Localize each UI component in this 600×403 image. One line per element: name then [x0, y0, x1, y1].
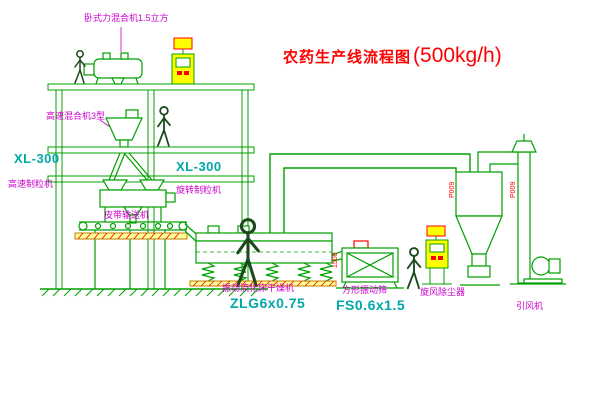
- horizontal-mixer-machine: [83, 52, 143, 85]
- granulator-machine: [99, 179, 176, 224]
- label-granulator-right-model: XL-300: [176, 159, 222, 174]
- cyclone-machine: [455, 151, 518, 286]
- induced-draft-fan-machine: [523, 256, 563, 284]
- label-granulator-left-model: XL-300: [14, 151, 60, 166]
- leader-lines: [99, 27, 122, 128]
- fluid-bed-dryer-machine: [184, 223, 347, 282]
- belt-conveyor-machine: [78, 221, 188, 289]
- label-belt-conveyor: 皮带输送机: [104, 210, 150, 220]
- label-horizontal-mixer: 卧式力混合机1.5立方: [84, 13, 169, 23]
- y-chute: [108, 152, 153, 181]
- label-high-speed-mixer: 高速混合机3型: [46, 111, 106, 121]
- person-ground-sieve: [406, 247, 422, 290]
- exhaust-duct: [269, 153, 471, 233]
- label-fluid-bed-dryer-model: ZLG6x0.75: [230, 295, 306, 311]
- label-square-sieve: 方形振动筛: [342, 285, 388, 295]
- title-text: 农药生产线流程图: [283, 49, 412, 66]
- label-granulator-right-name: 旋转制粒机: [176, 185, 222, 195]
- ground-hatch: [41, 288, 259, 297]
- label-square-sieve-model: FS0.6x1.5: [336, 297, 406, 313]
- label-fluid-bed-dryer: 振动流化床干燥机: [222, 283, 295, 293]
- square-sieve-machine: [336, 240, 404, 289]
- control-panel-1: [171, 37, 195, 85]
- tag-pipe-right: P009: [510, 181, 517, 198]
- conveyor-base-strip: [74, 232, 188, 240]
- title-capacity: (500kg/h): [413, 44, 502, 67]
- tag-dim-1500: 1500: [332, 252, 339, 268]
- diagram-title: 农药生产线流程图 (500kg/h): [283, 44, 502, 68]
- person-second-floor: [157, 106, 171, 147]
- label-fan: 引风机: [516, 301, 544, 311]
- control-panel-2: [422, 225, 452, 285]
- label-granulator-left-name: 高速制粒机: [8, 179, 54, 189]
- high-speed-mixer-machine: [105, 109, 143, 148]
- label-cyclone: 旋风除尘器: [420, 287, 466, 297]
- dryer-base-strip: [189, 280, 337, 287]
- tag-pipe-left: P009: [449, 181, 456, 198]
